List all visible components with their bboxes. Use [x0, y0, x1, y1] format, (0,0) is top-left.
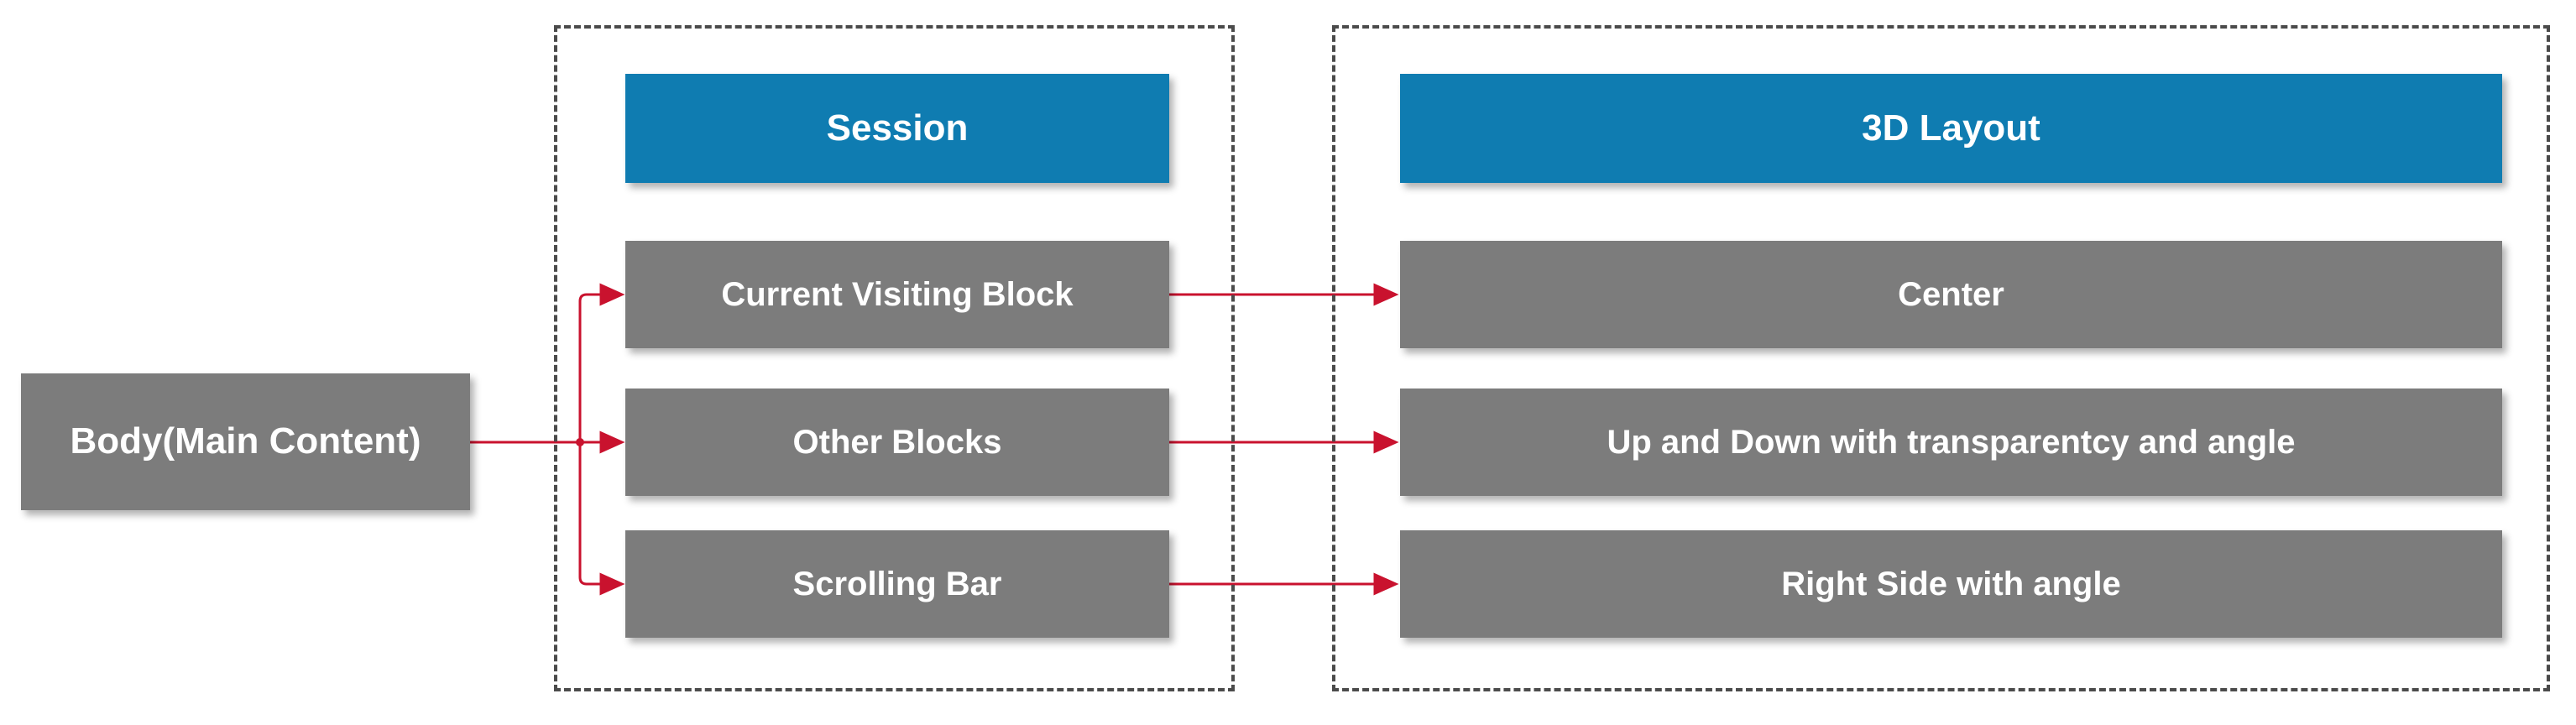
node-body-main-content-label: Body(Main Content) [70, 420, 421, 462]
node-other-blocks-label: Other Blocks [792, 424, 1002, 461]
node-up-and-down-label: Up and Down with transparentcy and angle [1607, 424, 2296, 461]
node-current-visiting-block: Current Visiting Block [625, 241, 1169, 348]
group-session [554, 25, 1235, 691]
group-3d-layout [1332, 25, 2550, 691]
node-other-blocks: Other Blocks [625, 389, 1169, 496]
node-body-main-content: Body(Main Content) [21, 373, 470, 510]
node-scrolling-bar-label: Scrolling Bar [792, 566, 1002, 602]
group-3d-layout-header: 3D Layout [1400, 74, 2502, 183]
group-session-header: Session [625, 74, 1169, 183]
node-current-visiting-block-label: Current Visiting Block [721, 276, 1074, 313]
node-scrolling-bar: Scrolling Bar [625, 530, 1169, 638]
node-up-and-down: Up and Down with transparentcy and angle [1400, 389, 2502, 496]
group-3d-layout-title: 3D Layout [1862, 107, 2040, 149]
node-center: Center [1400, 241, 2502, 348]
node-right-side-label: Right Side with angle [1781, 566, 2121, 602]
node-right-side: Right Side with angle [1400, 530, 2502, 638]
group-session-title: Session [826, 107, 969, 149]
node-center-label: Center [1898, 276, 2004, 313]
